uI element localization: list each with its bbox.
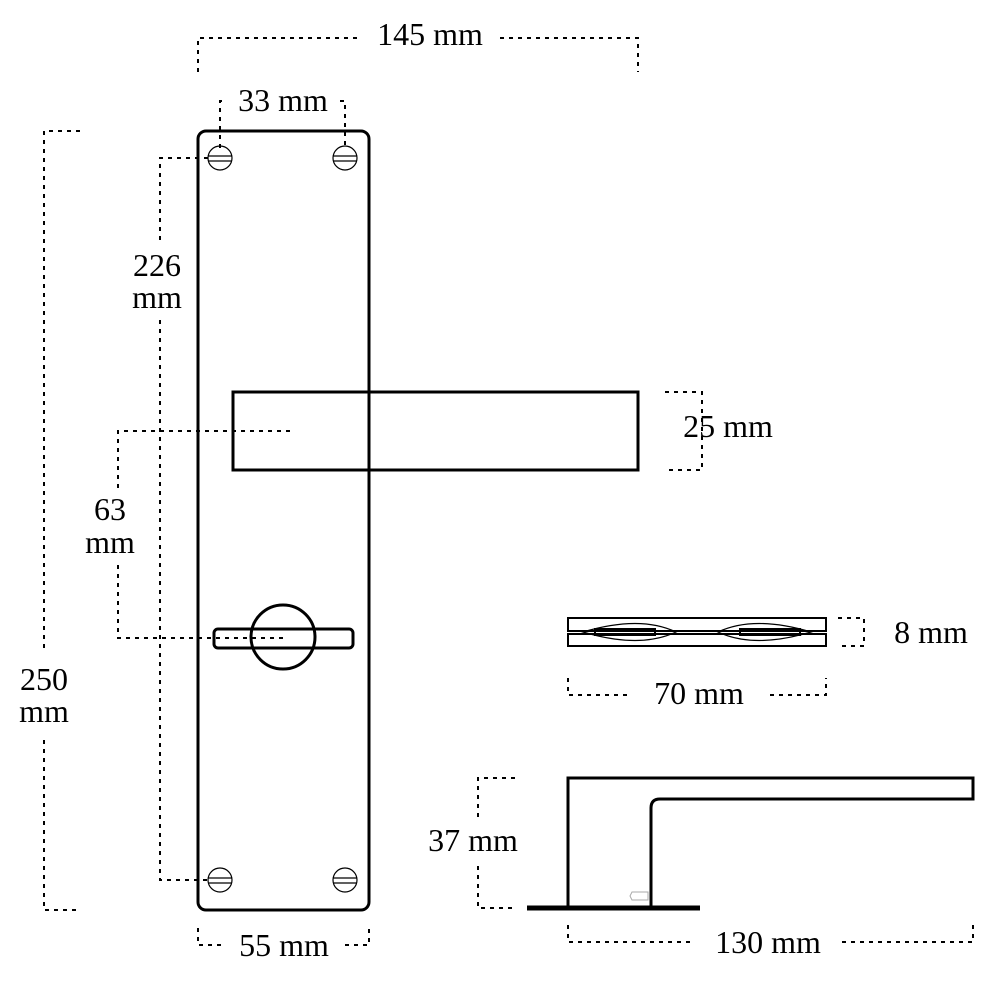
dim-lever-length [567,925,974,943]
grub-screw-icon [629,891,649,901]
label-plate-height-unit: mm [19,693,69,729]
screw-icon [332,145,358,171]
label-lever-height: 25 mm [683,408,773,444]
lever-side-view [527,776,975,911]
label-screw-vertical-unit: mm [132,279,182,315]
label-plate-height-value: 250 [20,661,68,697]
dim-lever-height [665,391,703,471]
label-spindle-length: 70 mm [654,675,744,711]
backplate [196,129,371,912]
spindle [567,617,827,647]
dim-screw-vertical [159,157,208,881]
turn-rose [249,603,317,671]
dim-spindle-length [567,678,827,696]
lever-front [231,390,640,472]
dim-spindle-thickness [838,617,865,647]
label-lever-to-turn-value: 63 [94,491,126,527]
turn-knob [212,627,355,650]
screw-icon [332,867,358,893]
dim-plate-height [43,130,80,911]
label-screw-spacing: 33 mm [238,82,328,118]
dim-lever-to-turn [117,430,290,639]
label-plate-width: 55 mm [239,927,329,963]
dim-screw-spacing [219,100,346,148]
label-overall-width: 145 mm [377,16,483,52]
label-lever-projection: 37 mm [428,822,518,858]
label-lever-length: 130 mm [715,924,821,960]
dim-lever-projection [477,777,515,909]
dim-overall-width [197,37,639,72]
screw-icon [207,145,233,171]
label-lever-to-turn-unit: mm [85,524,135,560]
screw-icon [207,867,233,893]
label-spindle-thickness: 8 mm [894,614,968,650]
label-screw-vertical-value: 226 [133,247,181,283]
